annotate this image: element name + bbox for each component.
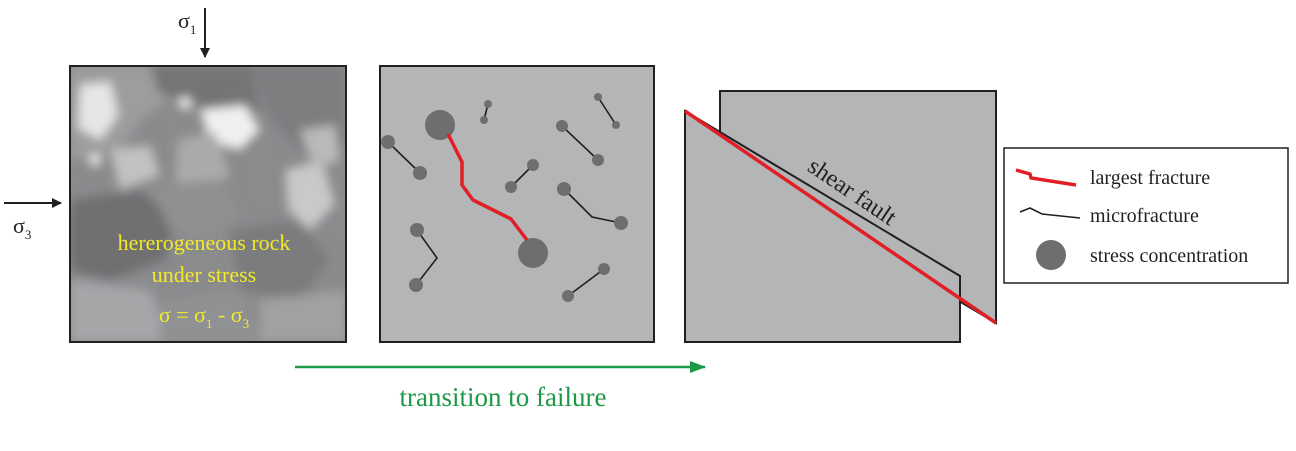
legend-item-stress-concentration: stress concentration [1036,240,1248,270]
gray-circle-icon [1036,240,1066,270]
fault-panel: shear fault [684,90,997,343]
legend-label-microfracture: microfracture [1090,205,1199,227]
sigma3-label: σ3 [13,213,31,242]
legend-label-largest-fracture: largest fracture [1090,167,1210,189]
rock-caption: hererogeneous rock under stress σ = σ1 -… [118,230,291,331]
black-fracture-icon [1019,207,1081,219]
legend: largest fracture microfracture stress co… [1003,147,1289,284]
red-fracture-icon [1015,168,1077,187]
caption-line-2: under stress [152,262,256,287]
microfracture-panel [379,65,655,343]
sigma1-label: σ1 [178,8,196,37]
legend-item-microfracture: microfracture [1019,205,1199,227]
rock-panel [69,65,347,343]
caption-line-1: hererogeneous rock [118,230,291,255]
sigma3-arrow: σ3 [4,198,62,242]
transition-arrow: transition to failure [295,361,706,412]
caption-equation: σ = σ1 - σ3 [159,302,249,331]
legend-label-stress-concentration: stress concentration [1090,245,1248,267]
transition-label: transition to failure [400,382,607,412]
largest-fracture [446,133,529,242]
fault-line [684,109,997,325]
legend-item-largest-fracture: largest fracture [1015,167,1210,189]
sigma1-arrow: σ1 [178,8,210,58]
